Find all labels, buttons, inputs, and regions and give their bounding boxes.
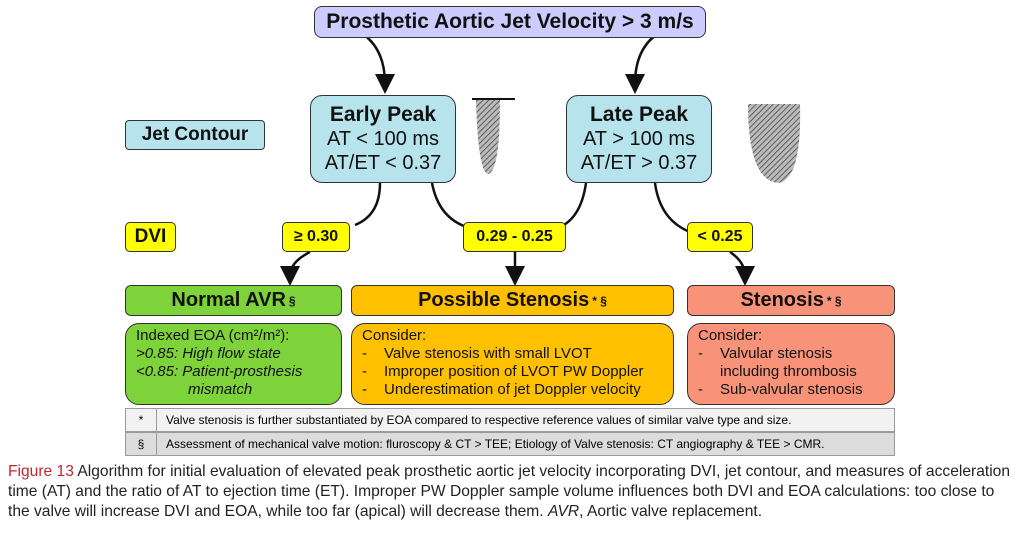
jet-contour-early-icon bbox=[472, 98, 515, 174]
stenosis-details: Consider: -Valvular stenosis including t… bbox=[687, 323, 895, 405]
threshold-low: < 0.25 bbox=[687, 222, 753, 252]
dvi-label: DVI bbox=[125, 222, 176, 252]
text: Consider: bbox=[362, 327, 427, 344]
late-at: AT > 100 ms bbox=[582, 128, 696, 150]
possible-stenosis-details: Consider: -Valve stenosis with small LVO… bbox=[351, 323, 674, 405]
text: <0.85: Patient-prosthesis bbox=[136, 363, 303, 380]
late-peak-title: Late Peak bbox=[589, 103, 689, 126]
list-item: Valvular stenosis including thrombosis bbox=[720, 345, 857, 380]
early-peak-box: Early Peak AT < 100 ms AT/ET < 0.37 bbox=[310, 95, 456, 183]
jet-contour-late-icon bbox=[748, 104, 801, 183]
late-atet: AT/ET > 0.37 bbox=[580, 152, 698, 174]
list-item: Valve stenosis with small LVOT bbox=[384, 345, 592, 362]
jet-contour-label: Jet Contour bbox=[125, 120, 265, 150]
early-peak-title: Early Peak bbox=[329, 103, 437, 126]
threshold-high: ≥ 0.30 bbox=[282, 222, 350, 252]
figure-caption: Figure 13 Algorithm for initial evaluati… bbox=[8, 463, 1011, 520]
footnote-row: *Valve stenosis is further substantiated… bbox=[125, 408, 895, 432]
late-peak-box: Late Peak AT > 100 ms AT/ET > 0.37 bbox=[566, 95, 712, 183]
stenosis-header: Stenosis* § bbox=[687, 285, 895, 316]
list-item: Underestimation of jet Doppler velocity bbox=[384, 381, 641, 398]
threshold-mid: 0.29 - 0.25 bbox=[463, 222, 566, 252]
early-atet: AT/ET < 0.37 bbox=[324, 152, 442, 174]
footnote-row: §Assessment of mechanical valve motion: … bbox=[125, 432, 895, 456]
normal-avr-details: Indexed EOA (cm²/m²): >0.85: High flow s… bbox=[125, 323, 342, 405]
text: Indexed EOA (cm²/m²): bbox=[136, 327, 290, 344]
text: mismatch bbox=[188, 381, 253, 398]
list-item: Improper position of LVOT PW Doppler bbox=[384, 363, 644, 380]
text: >0.85: High flow state bbox=[136, 345, 281, 362]
root-title: Prosthetic Aortic Jet Velocity > 3 m/s bbox=[314, 6, 706, 38]
possible-stenosis-header: Possible Stenosis* § bbox=[351, 285, 674, 316]
early-at: AT < 100 ms bbox=[326, 128, 440, 150]
list-item: Sub-valvular stenosis bbox=[720, 381, 863, 398]
text: Consider: bbox=[698, 327, 763, 344]
normal-avr-header: Normal AVR§ bbox=[125, 285, 342, 316]
